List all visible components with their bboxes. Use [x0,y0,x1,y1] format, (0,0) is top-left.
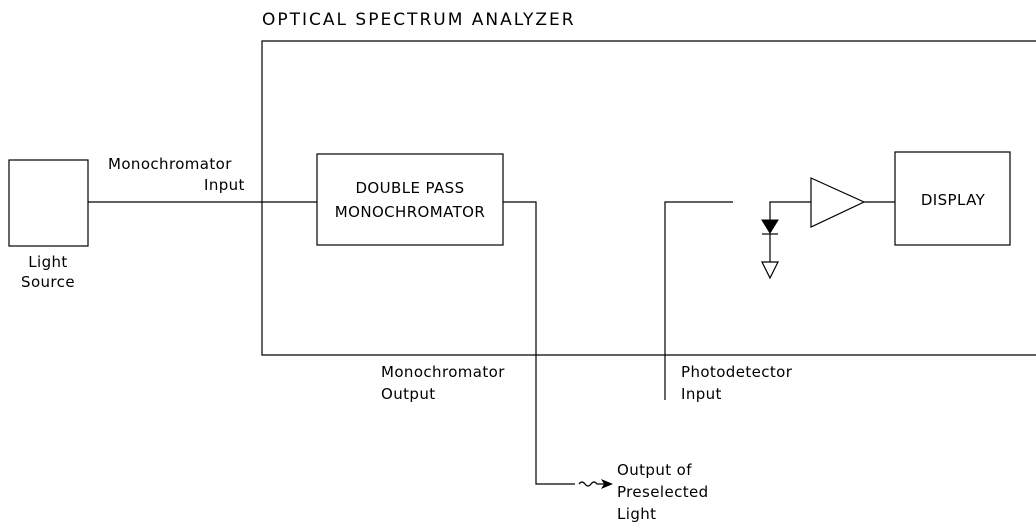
analyzer-enclosure [261,40,1036,356]
output-arrow-head [601,479,613,489]
monochromator-output-label-line1: Monochromator [381,363,505,381]
preselected-output-label-line2: Preselected [617,483,709,501]
display-label: DISPLAY [921,191,986,209]
monochromator-label-line2: MONOCHROMATOR [335,203,485,221]
monochromator-output-path [503,201,575,485]
photodetector-input-label-line1: Photodetector [681,363,793,381]
diagram-title: OPTICAL SPECTRUM ANALYZER [262,10,576,30]
preselected-output-label-line1: Output of [617,461,692,479]
ground-icon [761,261,779,280]
monochromator-box [316,153,504,246]
monochromator-input-label-line1: Monochromator [108,155,232,173]
photodetector-input-label-line2: Input [681,385,722,403]
photodiode-icon [761,201,811,262]
output-wavy-line [578,481,607,487]
photodetector-input-path [664,201,733,400]
light-source-label-line2: Source [21,273,75,291]
amplifier-icon [810,177,866,228]
monochromator-output-label-line2: Output [381,385,436,403]
monochromator-input-label-line2: Input [204,176,245,194]
light-source-box [8,159,89,247]
light-source-label-line1: Light [28,253,67,271]
monochromator-label-line1: DOUBLE PASS [355,179,464,197]
preselected-output-label-line3: Light [617,505,656,522]
display-box [894,151,1011,246]
